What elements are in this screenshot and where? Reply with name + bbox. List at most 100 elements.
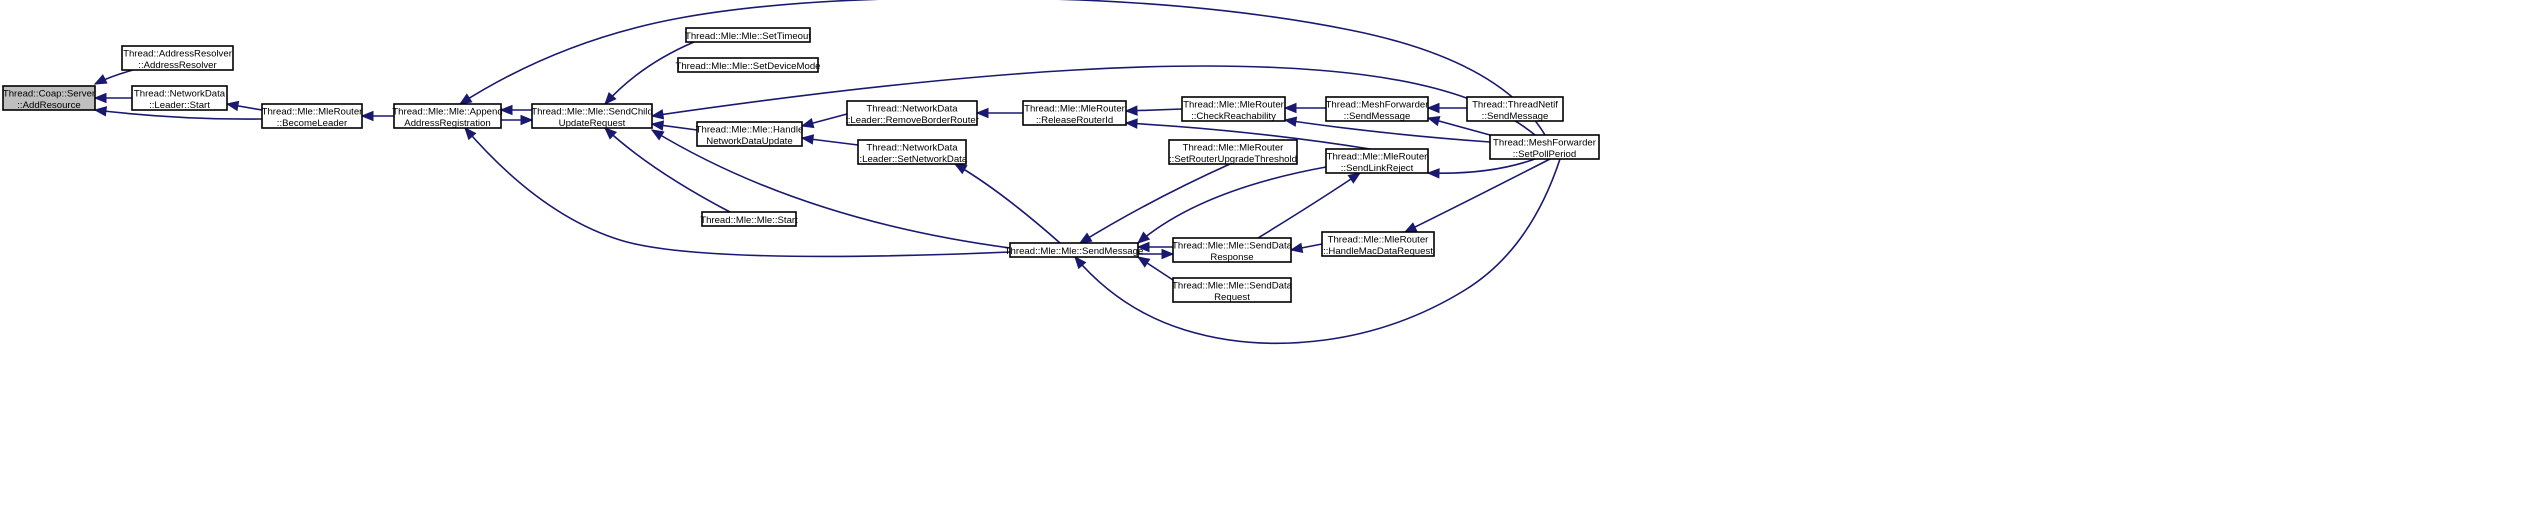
node-label-line: Thread::Mle::Mle::SetDeviceMode xyxy=(675,61,820,72)
node-label-line: ::HandleMacDataRequest xyxy=(1323,246,1433,257)
arrowhead xyxy=(650,109,665,120)
node-box xyxy=(2,85,96,111)
arrowhead xyxy=(650,120,665,131)
node-label-line: Thread::MeshForwarder xyxy=(1326,99,1430,110)
edge-line xyxy=(1079,163,1231,244)
node-label-line: Thread::NetworkData xyxy=(866,103,958,114)
edge-handle_mac_data_req-to-send_data_response xyxy=(1289,242,1323,253)
node-add-resource[interactable]: Thread::Coap::Server::AddResource xyxy=(2,85,96,111)
node-set-timeout[interactable]: Thread::Mle::Mle::SetTimeout xyxy=(685,27,811,43)
arrowhead xyxy=(1403,222,1418,233)
node-label-line: ::SendMessage xyxy=(1344,111,1411,122)
node-label-line: Thread::ThreadNetif xyxy=(1472,99,1558,110)
node-address-resolver[interactable]: Thread::AddressResolver::AddressResolver xyxy=(121,45,234,71)
node-label-line: UpdateRequest xyxy=(559,118,626,129)
edge-append_addr_reg-to-become_leader xyxy=(360,110,394,122)
node-check-reachability[interactable]: Thread::Mle::MleRouter::CheckReachabilit… xyxy=(1181,96,1286,122)
node-handle-nd-update[interactable]: Thread::Mle::Mle::HandleNetworkDataUpdat… xyxy=(696,121,804,147)
edge-address_resolver-to-add_resource xyxy=(93,69,134,85)
node-label-line: Thread::Mle::Mle::SendChild xyxy=(531,106,653,117)
edge-send_child_update-to-append_addr_reg xyxy=(499,104,532,116)
arrowhead xyxy=(1124,105,1138,116)
edge-line xyxy=(604,41,695,105)
node-label-line: ::SetPollPeriod xyxy=(1513,149,1576,160)
node-label-line: ::CheckReachability xyxy=(1191,111,1276,122)
arrowhead xyxy=(93,74,108,85)
edge-line xyxy=(1404,158,1551,233)
node-label-line: Thread::Mle::MleRouter xyxy=(1327,151,1429,162)
node-become-leader[interactable]: Thread::Mle::MleRouter::BecomeLeader xyxy=(261,103,364,129)
node-box xyxy=(701,211,797,227)
arrowhead xyxy=(1136,256,1151,268)
node-release-router-id[interactable]: Thread::Mle::MleRouter::ReleaseRouterId xyxy=(1022,100,1127,126)
node-label-line: Request xyxy=(1214,292,1250,303)
node-nd-leader-start[interactable]: Thread::NetworkData::Leader::Start xyxy=(131,85,228,111)
arrowhead xyxy=(93,106,108,117)
edge-line xyxy=(1427,158,1536,175)
arrowhead xyxy=(1426,115,1441,127)
node-send-message[interactable]: Thread::Mle::Mle::SendMessage xyxy=(1005,242,1144,258)
node-label-line: ::Leader::SetNetworkData xyxy=(857,154,968,165)
edge-set_poll_period-to-send_message xyxy=(1074,158,1561,345)
arrowhead xyxy=(1124,118,1138,129)
node-label-line: ::SendMessage xyxy=(1482,111,1549,122)
arrowhead xyxy=(1347,172,1362,184)
node-label-line: ::AddressResolver xyxy=(138,60,217,71)
node-remove-border-router[interactable]: Thread::NetworkData::Leader::RemoveBorde… xyxy=(845,100,980,126)
node-threadnetif-send[interactable]: Thread::ThreadNetif::SendMessage xyxy=(1466,96,1564,122)
node-label-line: Thread::Mle::Mle::SendMessage xyxy=(1005,246,1144,257)
edge-send_message-to-set_network_data xyxy=(953,163,1061,244)
edge-send_link_reject-to-release_router_id xyxy=(1124,118,1371,150)
node-mle-start[interactable]: Thread::Mle::Mle::Start xyxy=(700,211,798,227)
node-label-line: Thread::Mle::Mle::SendData xyxy=(1172,240,1293,251)
arrowhead xyxy=(1426,168,1440,179)
node-box xyxy=(846,100,978,126)
node-box xyxy=(1181,96,1286,122)
edge-line xyxy=(1125,122,1371,150)
edge-line xyxy=(459,0,1546,136)
node-mf-send-message[interactable]: Thread::MeshForwarder::SendMessage xyxy=(1325,96,1430,122)
node-set-router-upgrade[interactable]: Thread::Mle::MleRouter::SetRouterUpgrade… xyxy=(1168,139,1298,165)
arrowhead xyxy=(604,91,617,105)
node-box xyxy=(1009,242,1139,258)
node-box xyxy=(393,103,502,129)
node-label-line: Thread::Mle::MleRouter xyxy=(1328,234,1430,245)
node-box xyxy=(1325,96,1429,122)
arrowhead xyxy=(360,110,374,122)
edge-set_router_upgrade-to-send_message xyxy=(1078,163,1231,244)
node-box xyxy=(1489,134,1600,160)
node-set-device-mode[interactable]: Thread::Mle::Mle::SetDeviceMode xyxy=(675,57,821,73)
arrowhead xyxy=(225,100,240,112)
edge-threadnetif_send-to-mf_send_message xyxy=(1426,102,1467,114)
node-box xyxy=(677,57,819,73)
node-label-line: Thread::Mle::MleRouter xyxy=(1183,142,1285,153)
edge-mle_start-to-send_child_update xyxy=(604,127,731,213)
arrowhead xyxy=(464,126,477,141)
arrowhead xyxy=(604,127,617,140)
node-box xyxy=(1172,277,1292,303)
edge-line xyxy=(1257,172,1361,239)
node-set-network-data[interactable]: Thread::NetworkData::Leader::SetNetworkD… xyxy=(857,139,968,165)
edge-line xyxy=(1137,166,1327,244)
node-box xyxy=(1168,139,1298,165)
edge-send_message-to-append_addr_reg xyxy=(464,126,1011,258)
node-send-link-reject[interactable]: Thread::Mle::MleRouter::SendLinkReject xyxy=(1325,148,1429,174)
node-label-line: Thread::MeshForwarder xyxy=(1493,137,1597,148)
node-append-addr-reg[interactable]: Thread::Mle::Mle::AppendAddressRegistrat… xyxy=(392,103,503,129)
node-box xyxy=(1466,96,1564,122)
edge-set_network_data-to-handle_nd_update xyxy=(800,134,859,146)
edge-send_data_response-to-send_message xyxy=(1136,241,1173,253)
node-handle-mac-data-req[interactable]: Thread::Mle::MleRouter::HandleMacDataReq… xyxy=(1321,231,1435,257)
arrowhead xyxy=(458,93,473,105)
arrowhead xyxy=(800,134,815,145)
node-label-line: ::SetRouterUpgradeThreshold xyxy=(1169,154,1297,165)
node-label-line: Thread::NetworkData xyxy=(866,142,958,153)
node-set-poll-period[interactable]: Thread::MeshForwarder::SetPollPeriod xyxy=(1489,134,1600,160)
arrowhead xyxy=(499,104,513,116)
edge-handle_nd_update-to-send_child_update xyxy=(650,120,698,131)
node-label-line: ::AddResource xyxy=(17,100,80,111)
